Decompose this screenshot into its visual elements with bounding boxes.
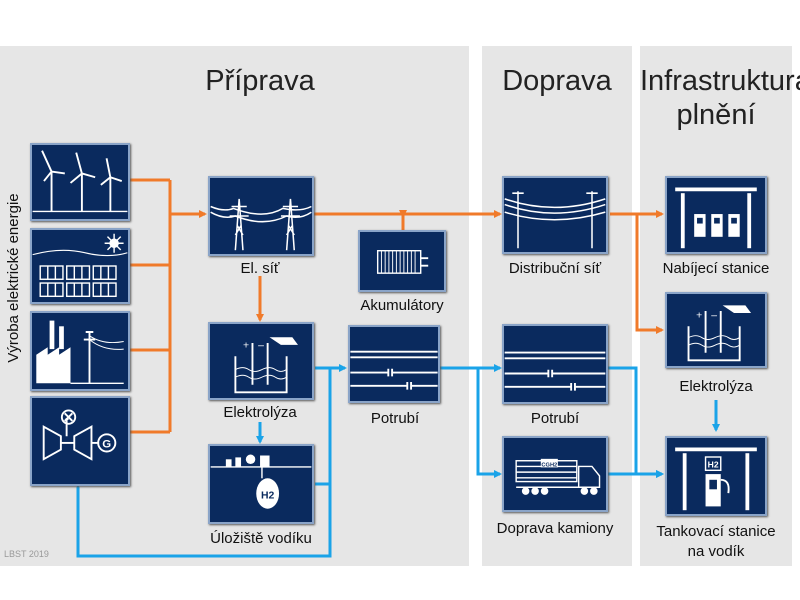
electrolyzer-icon-station: + – bbox=[687, 305, 752, 362]
storage-cavern-icon: H2 bbox=[210, 454, 312, 509]
turbine-box: G bbox=[30, 396, 130, 486]
storage-label: Úložiště vodíku bbox=[210, 530, 312, 547]
solar-box bbox=[30, 228, 130, 304]
grid-box bbox=[208, 176, 314, 256]
section-title-refueling-line1: Infrastruktura bbox=[640, 65, 800, 97]
industry-box bbox=[30, 311, 130, 391]
svg-text:+: + bbox=[696, 311, 702, 322]
charging-label: Nabíjecí stanice bbox=[662, 260, 770, 277]
electrolysis-station-box: + – bbox=[665, 292, 767, 368]
electrolysis-station-label: Elektrolýza bbox=[679, 378, 753, 395]
h2-pump-icon: H2 bbox=[675, 447, 757, 511]
h2-station-box: H2 bbox=[665, 436, 767, 516]
truck-cgh2-text: CGH2 bbox=[541, 462, 557, 468]
distribution-label: Distribuční síť bbox=[508, 260, 602, 277]
wind-box bbox=[30, 143, 130, 221]
power-line-icon bbox=[210, 198, 312, 251]
pipeline-prep-box bbox=[348, 325, 440, 403]
edge-split-truck bbox=[476, 368, 502, 478]
edge-distribution-electrolysis bbox=[635, 214, 664, 334]
pipeline-icon-transport bbox=[504, 351, 606, 391]
electrolysis-prep-box: + – bbox=[208, 322, 314, 400]
distribution-box bbox=[502, 176, 608, 254]
generator-g-text: G bbox=[102, 439, 111, 451]
credit-text: LBST 2019 bbox=[4, 549, 49, 559]
section-title-transport: Doprava bbox=[502, 65, 612, 97]
section-title-preparation: Příprava bbox=[205, 65, 315, 97]
svg-text:+: + bbox=[243, 341, 249, 352]
gas-turbine-icon: G bbox=[42, 409, 117, 461]
storage-h2-text: H2 bbox=[261, 490, 275, 501]
edge-storage-turbine bbox=[74, 481, 332, 558]
power-line-icon-distribution bbox=[504, 191, 606, 249]
storage-box: H2 bbox=[208, 444, 314, 524]
charging-box bbox=[665, 176, 767, 254]
pipeline-icon bbox=[350, 350, 438, 390]
svg-text:–: – bbox=[258, 341, 264, 352]
truck-icon: CGH2 bbox=[515, 458, 601, 495]
electrolyzer-icon: + – bbox=[234, 337, 298, 394]
accumulators-box bbox=[358, 230, 446, 292]
pipeline-transport-box bbox=[502, 324, 608, 404]
h2-station-label-line1: Tankovací stanice bbox=[656, 523, 776, 540]
edge-storage-pipeline bbox=[315, 368, 332, 486]
solar-panel-icon bbox=[32, 233, 128, 298]
accumulators-label: Akumulátory bbox=[360, 297, 444, 314]
truck-box: CGH2 bbox=[502, 436, 608, 512]
section-title-refueling-line2: plnění bbox=[676, 99, 756, 131]
electrolysis-prep-label: Elektrolýza bbox=[223, 404, 297, 421]
charging-station-icon bbox=[675, 187, 757, 249]
pipeline-transport-label: Potrubí bbox=[530, 410, 580, 427]
truck-label: Doprava kamiony bbox=[496, 520, 614, 537]
grid-label: El. síť bbox=[240, 260, 280, 277]
pipeline-prep-label: Potrubí bbox=[370, 410, 420, 427]
h2-station-label-line2: na vodík bbox=[687, 543, 745, 560]
industry-icon bbox=[36, 320, 124, 385]
h2-station-label: Tankovací stanice na vodík bbox=[640, 523, 792, 560]
section-title-refueling: Infrastruktura plnění bbox=[640, 64, 800, 132]
battery-icon bbox=[376, 250, 429, 274]
svg-text:–: – bbox=[711, 311, 717, 322]
wind-turbine-icon bbox=[32, 150, 128, 213]
h2-sign-text: H2 bbox=[708, 459, 719, 469]
